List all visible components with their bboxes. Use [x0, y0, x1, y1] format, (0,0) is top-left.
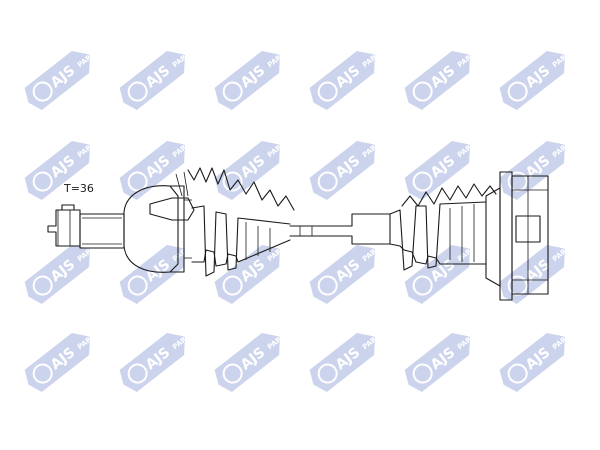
inner-tripod-joint	[485, 171, 549, 301]
spline-count-label: T=36	[63, 182, 94, 195]
drive-shaft: T=36	[47, 167, 549, 301]
boot-clamp-wire-outer	[187, 167, 295, 211]
inner-boot	[389, 201, 487, 271]
outer-boot	[191, 205, 291, 277]
boot-clamp-wire-inner	[401, 183, 497, 207]
outer-cv-joint	[123, 171, 195, 273]
main-shaft	[289, 213, 391, 245]
spline-stub	[47, 204, 125, 249]
